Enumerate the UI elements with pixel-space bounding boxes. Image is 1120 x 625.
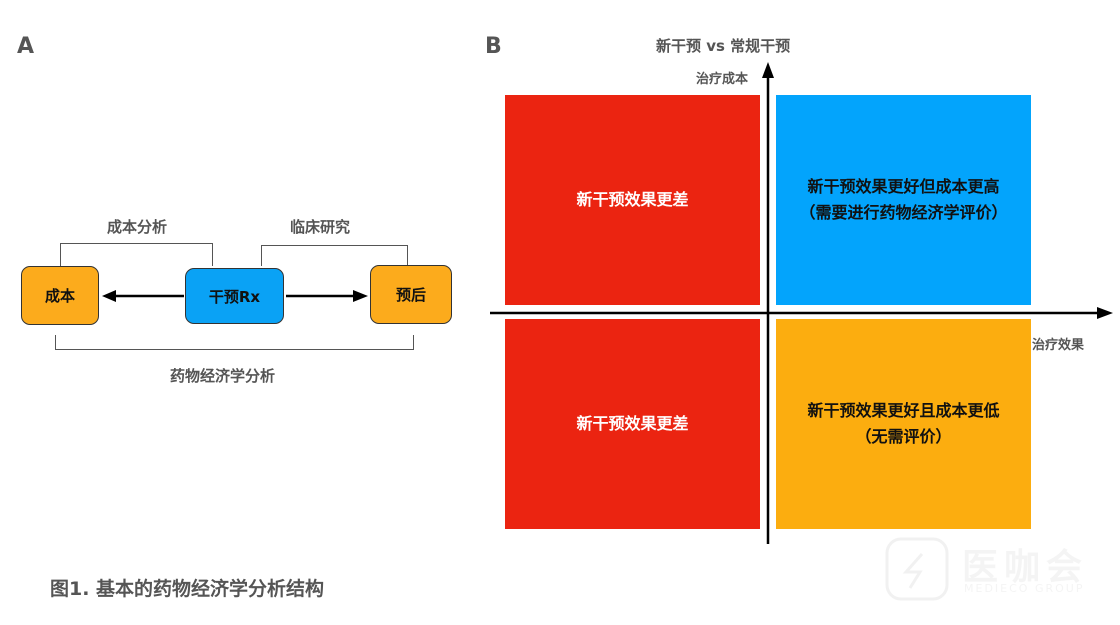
watermark: 医咖会 MEDIECO GROUP (880, 530, 1110, 615)
bracket-line (60, 243, 61, 266)
quadrant-top-left-text: 新干预效果更差 (576, 190, 689, 209)
x-axis-arrow-icon (1097, 307, 1113, 319)
figure-caption: 图1. 基本的药物经济学分析结构 (50, 578, 325, 600)
intervention-node-label: 干预Rx (208, 287, 261, 306)
bracket-line (413, 335, 414, 350)
x-axis-label: 治疗效果 (1032, 338, 1085, 353)
cost-node: 成本 (21, 266, 99, 325)
arrow-left-icon (102, 290, 184, 302)
panel-b-title: 新干预 vs 常规干预 (656, 37, 791, 55)
outcome-node: 预后 (370, 265, 452, 324)
cost-analysis-label: 成本分析 (107, 218, 168, 236)
watermark-logo-icon (885, 537, 949, 601)
bracket-line (212, 243, 213, 266)
quadrant-top-right-line2: （需要进行药物经济学评价） (799, 203, 1008, 222)
quadrant-top-left: 新干预效果更差 (505, 95, 760, 305)
quadrant-bottom-right-line1: 新干预效果更好且成本更低 (807, 401, 1000, 420)
arrow-right-icon (286, 290, 368, 302)
bracket-line (261, 245, 262, 266)
y-axis-label: 治疗成本 (696, 72, 749, 87)
panel-a-label: A (17, 34, 35, 59)
outcome-node-label: 预后 (395, 286, 426, 304)
quadrant-bottom-right-line2: （无需评价） (855, 427, 952, 446)
y-axis-arrow-icon (762, 62, 774, 78)
bracket-line (60, 243, 213, 244)
quadrant-top-right-line1: 新干预效果更好但成本更高 (807, 177, 1000, 196)
bracket-line (261, 245, 408, 246)
watermark-name: 医咖会 (962, 547, 1089, 588)
bracket-line (55, 335, 56, 350)
intervention-node: 干预Rx (185, 268, 284, 324)
quadrant-bottom-left-text: 新干预效果更差 (576, 414, 689, 433)
quadrant-bottom-right: 新干预效果更好且成本更低 （无需评价） (776, 319, 1031, 529)
quadrant-top-right: 新干预效果更好但成本更高 （需要进行药物经济学评价） (776, 95, 1031, 305)
cost-node-label: 成本 (44, 287, 75, 305)
quadrant-bottom-left: 新干预效果更差 (505, 319, 760, 529)
bracket-line (55, 349, 414, 350)
clinical-research-label: 临床研究 (290, 218, 351, 236)
bracket-line (407, 245, 408, 266)
quadrant-axes (490, 62, 1113, 544)
watermark-subtitle: MEDIECO GROUP (964, 582, 1085, 595)
pharmacoeconomic-analysis-label: 药物经济学分析 (170, 367, 276, 385)
panel-b-label: B (485, 34, 502, 59)
